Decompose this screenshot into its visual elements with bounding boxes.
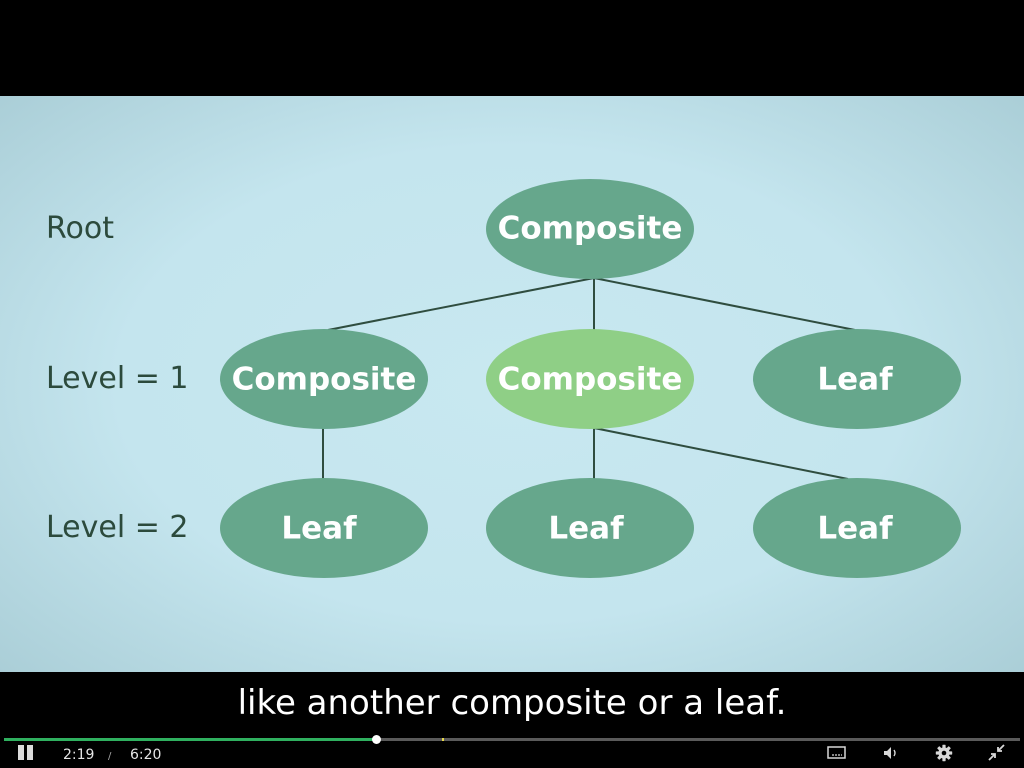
tree-node-leaf-level2-center: Leaf xyxy=(486,478,694,578)
subtitle-caption: like another composite or a leaf. xyxy=(237,683,787,723)
level-label-root: Root xyxy=(46,211,114,246)
level-label-2: Level = 2 xyxy=(46,510,189,545)
node-ellipse xyxy=(753,329,961,429)
node-label: Leaf xyxy=(817,511,893,547)
tree-node-root: Composite xyxy=(486,179,694,279)
volume-icon xyxy=(884,747,896,759)
progress-played xyxy=(4,738,376,741)
composite-tree-diagram: Composite Composite Composite Leaf Leaf … xyxy=(220,179,961,578)
tree-edges xyxy=(322,277,856,480)
gear-icon xyxy=(935,744,953,762)
letterbox-top xyxy=(0,0,1024,96)
node-label: Composite xyxy=(498,211,683,247)
node-ellipse xyxy=(486,478,694,578)
node-label: Composite xyxy=(498,362,683,398)
duration-time: 6:20 xyxy=(130,747,162,763)
edge-root-to-composite-left xyxy=(327,277,595,331)
pause-icon xyxy=(27,745,33,760)
level-label-1: Level = 1 xyxy=(46,361,189,396)
exit-fullscreen-button[interactable] xyxy=(986,743,1008,763)
edge-root-to-leaf-right xyxy=(593,277,856,331)
progress-chapter-marker xyxy=(441,738,444,741)
pause-button[interactable] xyxy=(16,744,36,762)
captions-button[interactable] xyxy=(826,743,848,763)
time-separator: / xyxy=(108,751,112,762)
tree-node-leaf-level2-right: Leaf xyxy=(753,478,961,578)
caption-bar xyxy=(0,672,1024,736)
node-label: Leaf xyxy=(281,511,357,547)
tree-node-composite-center: Composite xyxy=(486,329,694,429)
progress-bar[interactable] xyxy=(4,735,1020,744)
node-ellipse xyxy=(753,478,961,578)
current-time: 2:19 xyxy=(63,747,95,763)
node-label: Composite xyxy=(232,362,417,398)
tree-node-composite-left: Composite xyxy=(220,329,428,429)
settings-button[interactable] xyxy=(933,743,955,763)
progress-scrubber-handle[interactable] xyxy=(371,735,381,744)
player-controls xyxy=(0,736,1024,768)
tree-node-leaf-level2-left: Leaf xyxy=(220,478,428,578)
node-ellipse xyxy=(486,179,694,279)
node-ellipse xyxy=(220,329,428,429)
video-frame[interactable]: Root Level = 1 Level = 2 Composite Compo… xyxy=(0,96,1024,672)
edge-composite-center-to-leaf-right xyxy=(593,427,849,480)
node-ellipse xyxy=(486,329,694,429)
node-label: Leaf xyxy=(548,511,624,547)
node-ellipse xyxy=(220,478,428,578)
node-label: Leaf xyxy=(817,362,893,398)
captions-icon xyxy=(827,746,846,759)
exit-fullscreen-icon xyxy=(988,744,1005,761)
volume-button[interactable] xyxy=(880,743,902,763)
tree-node-leaf-level1-right: Leaf xyxy=(753,329,961,429)
pause-icon xyxy=(18,745,24,760)
